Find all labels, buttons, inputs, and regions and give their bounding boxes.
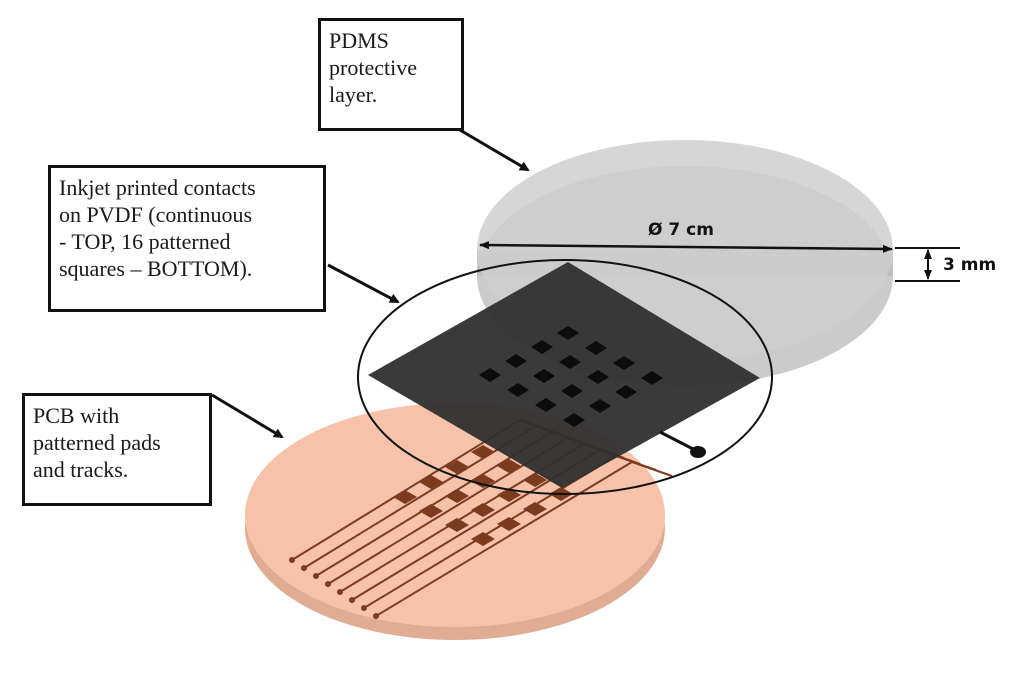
- pdms-callout-line: layer.: [329, 82, 378, 107]
- pcb-track-end: [373, 613, 379, 619]
- pcb-pad: [419, 504, 443, 518]
- film-highlight-ring: [357, 259, 773, 495]
- pvdf-square: [615, 385, 637, 399]
- pcb-pad: [471, 503, 495, 517]
- inkjet-callout-line: squares – BOTTOM).: [59, 256, 253, 281]
- pcb-track-end: [289, 557, 295, 563]
- pvdf-square: [563, 413, 585, 427]
- pvdf-square: [559, 355, 581, 369]
- pvdf-film: [368, 262, 760, 488]
- pvdf-square: [561, 384, 583, 398]
- pvdf-square: [479, 368, 501, 382]
- pcb-pad: [445, 518, 469, 532]
- pdms-callout-line: protective: [329, 55, 417, 80]
- pcb-pad: [471, 532, 495, 546]
- inkjet-callout-line: - TOP, 16 patterned: [59, 229, 231, 254]
- pdms-callout: PDMS protective layer.: [318, 18, 464, 131]
- pvdf-contact-tail: [659, 430, 696, 452]
- thickness-dimension: [895, 247, 960, 282]
- pvdf-square: [507, 383, 529, 397]
- pdms-callout-line: PDMS: [329, 28, 389, 53]
- pdms-leader-arrow: [459, 128, 530, 172]
- pcb-pad: [497, 517, 521, 531]
- pvdf-square: [533, 369, 555, 383]
- pvdf-square-grid: [479, 326, 663, 427]
- pcb-track: [375, 460, 673, 617]
- pcb-callout-line: PCB with: [33, 403, 120, 428]
- diameter-label: Ø 7 cm: [648, 220, 714, 240]
- pvdf-contact-dot: [690, 446, 706, 458]
- pcb-callout-line: patterned pads: [33, 430, 161, 455]
- pcb-callout-line: and tracks.: [33, 457, 129, 482]
- pvdf-square: [641, 371, 663, 385]
- pvdf-square: [585, 341, 607, 355]
- pvdf-square: [535, 398, 557, 412]
- pcb-leader-arrow: [211, 393, 284, 439]
- pcb-track-end: [349, 597, 355, 603]
- pvdf-square: [557, 326, 579, 340]
- pcb-callout: PCB with patterned pads and tracks.: [22, 393, 212, 506]
- pvdf-square: [531, 340, 553, 354]
- inkjet-callout-line: on PVDF (continuous: [59, 202, 253, 227]
- inkjet-callout: Inkjet printed contacts on PVDF (continu…: [48, 165, 326, 312]
- diameter-dimension-line: [479, 241, 893, 253]
- pcb-track-end: [301, 565, 307, 571]
- pcb-track-end: [361, 605, 367, 611]
- pcb-pad: [523, 502, 547, 516]
- pvdf-square: [587, 370, 609, 384]
- pcb-track-end: [337, 589, 343, 595]
- pvdf-square: [613, 356, 635, 370]
- pcb-track-end: [325, 581, 331, 587]
- thickness-label: 3 mm: [943, 255, 997, 275]
- pcb-pad-grid: [393, 445, 573, 546]
- pcb-track-end: [313, 573, 319, 579]
- inkjet-leader-arrow: [327, 263, 400, 304]
- inkjet-callout-line: Inkjet printed contacts: [59, 175, 256, 200]
- pvdf-square: [505, 354, 527, 368]
- pvdf-square: [589, 399, 611, 413]
